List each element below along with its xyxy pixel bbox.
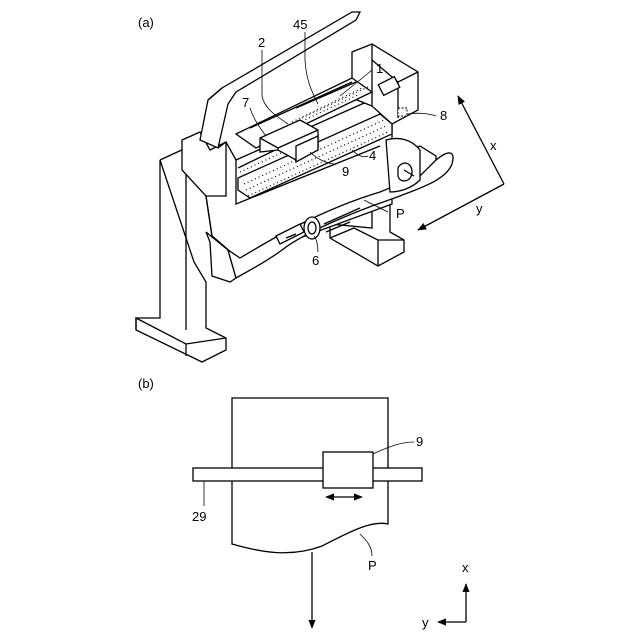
axis-y-label: y <box>476 201 483 216</box>
callout-P: P <box>396 206 405 221</box>
callout-9: 9 <box>342 164 349 179</box>
panel-b: (b) 9 29 P x y <box>138 376 469 630</box>
sensor-8-box <box>398 108 407 116</box>
axis-y-label-b: y <box>422 615 429 630</box>
callout-6: 6 <box>312 253 319 268</box>
callout-29: 29 <box>192 509 206 524</box>
axis-x-arrow <box>458 96 504 184</box>
panel-a-label: (a) <box>138 15 154 30</box>
callout-7: 7 <box>242 95 249 110</box>
rail <box>193 468 422 481</box>
panel-a: (a) <box>136 12 504 362</box>
axes-b: x y <box>422 560 469 630</box>
callout-4: 4 <box>369 148 376 163</box>
carriage-box <box>323 452 373 488</box>
callout-2: 2 <box>258 35 265 50</box>
leader-P <box>360 534 372 556</box>
axis-x-label-b: x <box>462 560 469 575</box>
axis-y-arrow <box>418 184 504 230</box>
callout-45: 45 <box>293 17 307 32</box>
panel-b-label: (b) <box>138 376 154 391</box>
callout-8: 8 <box>440 108 447 123</box>
callout-P-b: P <box>368 558 377 573</box>
callout-9-b: 9 <box>416 434 423 449</box>
callout-1: 1 <box>376 61 383 76</box>
axis-x-label: x <box>490 138 497 153</box>
